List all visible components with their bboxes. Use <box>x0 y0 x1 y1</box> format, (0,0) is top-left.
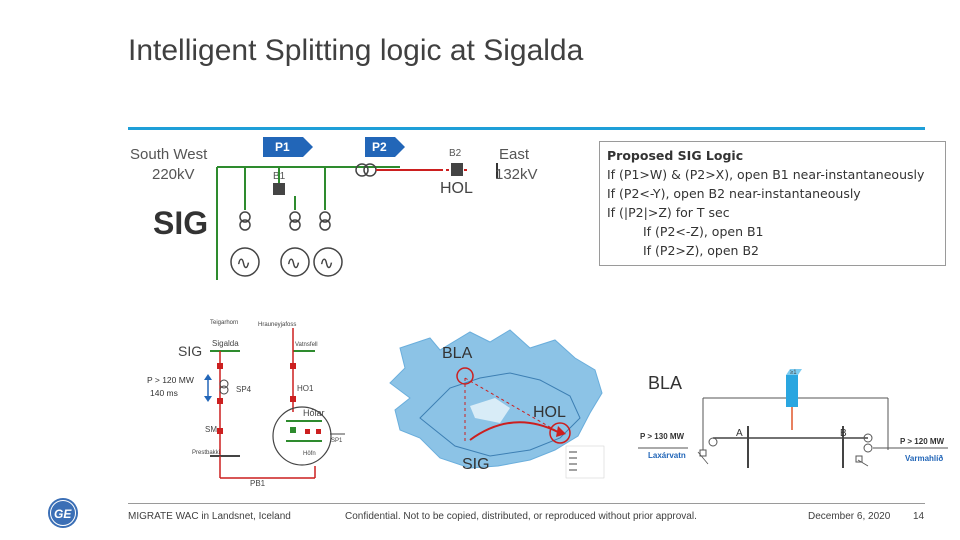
footer-project: MIGRATE WAC in Landsnet, Iceland <box>128 511 291 522</box>
hol-marker <box>549 422 571 444</box>
ho1-label: HO1 <box>297 384 314 393</box>
schematic-sig-label: SIG <box>178 343 202 359</box>
pb1-label: PB1 <box>250 479 266 488</box>
vatnajokull-glacier <box>470 398 510 423</box>
sig-hol-arrow <box>469 421 559 441</box>
sp1-label: SP1 <box>331 438 343 444</box>
bla-marker <box>456 367 474 385</box>
p2-arrow <box>365 137 395 157</box>
map-sig-label: SIG <box>462 456 490 473</box>
hrauneyjafoss-label: Hrauneyjafoss <box>258 322 296 328</box>
sig-station-label: SIG <box>153 205 208 241</box>
p-limit-label: P > 120 MW <box>147 375 194 385</box>
relay-label: ≥1 <box>790 370 797 376</box>
east-voltage: 132kV <box>495 166 538 183</box>
footer-date: December 6, 2020 <box>808 511 891 522</box>
holar-label: Hólar <box>303 408 325 418</box>
ge-logo-text: GE <box>54 507 72 521</box>
p1-label: P1 <box>275 140 290 154</box>
bus-a-label: A <box>736 428 743 439</box>
footer-divider <box>128 503 925 504</box>
map-bla-label: BLA <box>442 345 473 362</box>
slide-title: Intelligent Splitting logic at Sigalda <box>128 34 584 67</box>
p-right-label: P > 120 MW <box>900 437 945 446</box>
prestbakki-label: Prestbakki <box>192 450 220 456</box>
system-diagram: BLA ≥1 A B P > 130 MW P > 120 MW Laxárva… <box>638 369 948 468</box>
hol-label: HOL <box>440 180 473 197</box>
map-hol-label: HOL <box>533 404 566 421</box>
generator-3: ∿ <box>313 167 343 277</box>
svg-text:∿: ∿ <box>286 253 301 273</box>
bus-b-label: B <box>840 428 847 439</box>
south-west-voltage: 220kV <box>152 166 195 183</box>
single-line-diagram: South West 220kV P1 B1 P2 B2 HOL East 13… <box>130 137 538 280</box>
bla-relay-device <box>786 375 798 407</box>
sigalda-label: Sigalda <box>212 339 239 348</box>
p2-label: P2 <box>372 140 387 154</box>
ge-logo: GE <box>48 498 78 528</box>
p1-arrow <box>263 137 303 157</box>
generator-1: ∿ <box>230 167 260 277</box>
system-bla-label: BLA <box>648 373 682 393</box>
p-left-label: P > 130 MW <box>640 432 685 441</box>
logic-line: If (|P2|>Z) for T sec <box>607 205 730 220</box>
footer-confidential: Confidential. Not to be copied, distribu… <box>345 511 697 522</box>
station-schematic: Hrauneyjafoss SIG Sigalda Vatnsfell SP4 … <box>147 320 345 488</box>
logic-line: If (P2>Z), open B2 <box>643 243 759 258</box>
iceland-grid-map: BLA HOL SIG <box>389 329 605 479</box>
sm-label: SM <box>205 425 217 434</box>
transformer-symbol <box>355 163 369 177</box>
page-number: 14 <box>913 511 925 522</box>
map-legend <box>565 445 605 479</box>
hofn-label: Höfn <box>303 451 316 457</box>
svg-text:∿: ∿ <box>319 253 334 273</box>
sp4-label: SP4 <box>236 385 252 394</box>
vatnsfell-label: Vatnsfell <box>295 342 318 348</box>
b2-label: B2 <box>449 148 462 159</box>
time-label: 140 ms <box>150 388 178 398</box>
teigarhorn-label: Teigarhorn <box>210 320 238 326</box>
laxarvatn-label: Laxárvatn <box>648 451 686 460</box>
logic-heading: Proposed SIG Logic <box>607 148 744 163</box>
b2-breaker <box>451 163 463 176</box>
svg-text:∿: ∿ <box>236 253 251 273</box>
east-label: East <box>499 146 530 163</box>
south-west-label: South West <box>130 146 208 163</box>
logic-line: If (P2<-Y), open B2 near-instantaneously <box>607 186 861 201</box>
bla-hol-link <box>464 377 561 434</box>
holar-station-circle <box>272 406 332 466</box>
logic-box: Proposed SIG Logic If (P1>W) & (P2>X), o… <box>599 141 946 266</box>
title-divider <box>128 127 925 130</box>
logic-line: If (P1>W) & (P2>X), open B1 near-instant… <box>607 167 925 182</box>
logic-line: If (P2<-Z), open B1 <box>643 224 764 239</box>
grid-ring <box>419 372 581 457</box>
generator-2: ∿ <box>280 196 310 277</box>
b1-breaker <box>273 183 285 195</box>
varmahlid-label: Varmahlíð <box>905 454 943 463</box>
